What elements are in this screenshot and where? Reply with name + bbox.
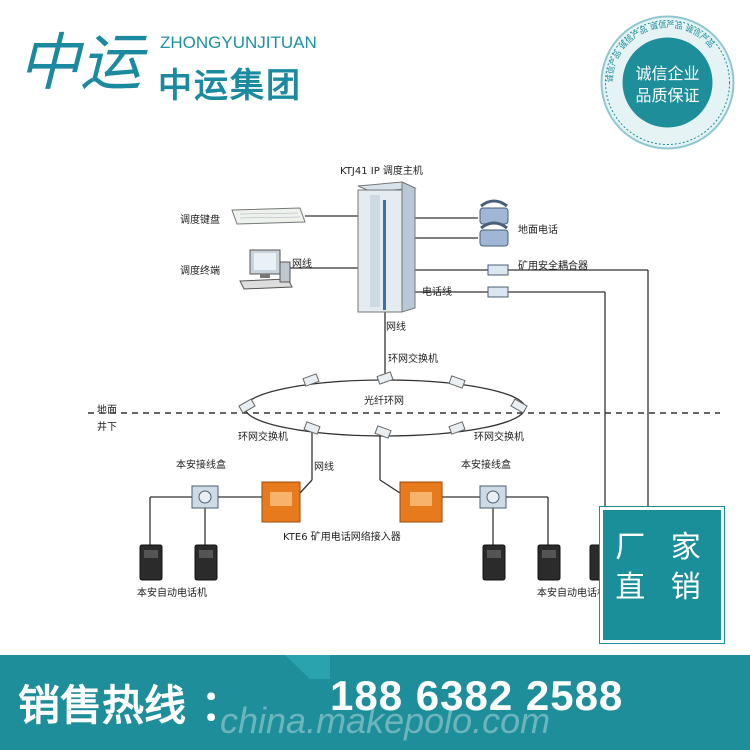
kte6-device xyxy=(261,481,443,523)
logo-mark: 中运 xyxy=(18,22,153,102)
factory-direct-badge: 厂 家 直 销 xyxy=(599,506,725,644)
brand-name-en: ZHONGYUNJITUAN xyxy=(160,33,317,52)
network-diagram xyxy=(88,181,720,581)
auto-phone-right-label: 本安自动电话机 xyxy=(537,588,607,599)
network-line-top-label: 网线 xyxy=(292,259,312,270)
hotline-label: 销售热线 ： xyxy=(18,681,243,730)
keyboard-device xyxy=(231,207,306,225)
surface-label: 地面 xyxy=(97,405,117,416)
network-line-low-label: 网线 xyxy=(314,462,334,473)
junction-right-label: 本安接线盒 xyxy=(461,460,511,471)
terminal-label: 调度终端 xyxy=(180,266,220,277)
brand-name-cn: 中运集团 xyxy=(158,66,302,106)
mine-coupler-label: 矿用安全耦合器 xyxy=(518,261,588,272)
seal-line2: 品质保证 xyxy=(635,86,699,105)
ground-phone-device xyxy=(479,199,509,247)
underground-label: 井下 xyxy=(97,422,117,433)
host-label: KTJ41 IP 调度主机 xyxy=(340,166,423,177)
logo-text: 中运 xyxy=(18,26,148,99)
keyboard-label: 调度键盘 xyxy=(180,215,220,226)
ring-switch-top-label: 环网交换机 xyxy=(388,354,438,365)
phone-line-label: 电话线 xyxy=(422,287,452,298)
watermark: china.makepolo.com xyxy=(220,700,551,741)
ring-switch-left-label: 环网交换机 xyxy=(238,432,288,443)
seal-line1: 诚信企业 xyxy=(635,64,699,83)
kte6-label: KTE6 矿用电话网络接入器 xyxy=(283,532,401,543)
quality-seal: 诚信产品 诚信产品 诚信产品 诚信产品 诚信企业 品质保证 xyxy=(600,15,735,150)
footer-banner xyxy=(0,655,750,750)
fiber-ring-label: 光纤环网 xyxy=(364,396,404,407)
ring-switch-right-label: 环网交换机 xyxy=(474,432,524,443)
terminal-device xyxy=(239,249,293,290)
badge-line1: 厂 家 xyxy=(615,530,709,565)
network-line-mid-label: 网线 xyxy=(386,322,406,333)
hotline-number[interactable]: 188 6382 2588 xyxy=(330,672,624,719)
junction-left-label: 本安接线盒 xyxy=(176,460,226,471)
badge-line2: 直 销 xyxy=(615,570,709,605)
auto-phone-left-label: 本安自动电话机 xyxy=(137,588,207,599)
host-cabinet xyxy=(357,181,417,313)
ground-phone-label: 地面电话 xyxy=(518,225,558,236)
